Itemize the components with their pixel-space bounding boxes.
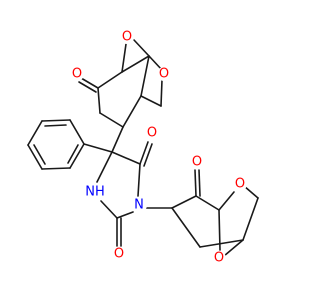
atom-label-o-ring-top: O [159,67,169,82]
atom-nh: NH [84,184,106,200]
bond-cq-top-to-c5 [111,126,124,153]
bond-c4-to-o-double-b [143,143,153,167]
bond-c-ketone-to-bridgehead-b1 [195,195,220,211]
bond-c-ketone-bottom-to-o-a [194,169,197,197]
atom-label-o-imide-c4: O [147,126,157,141]
atom-label-nh: NH [85,185,105,200]
bond-bridgehead-right-to-cq-top [122,95,142,128]
bond-bridgehead-top-to-c-bridge [121,55,150,73]
atom-o-bridge-bottom: O [212,251,226,266]
bond-o-ring-to-ch2 [160,79,163,107]
atom-label-n3: N [134,198,144,213]
bond-bridgehead-b1-to-o-ring [218,191,235,211]
structure-diagram: O O O O N NH O O [27,30,259,266]
bond-o-bridge-to-c-bridge [133,39,150,57]
bond-ph-6-1 [69,143,85,169]
bond-c-ketone-bottom-to-o-b [198,169,201,197]
bond-c-ketone-to-o-double-b [78,81,97,93]
bonds [27,39,259,257]
bond-ch2-bottom-to-ch [171,207,201,248]
bond-c4-to-o-double-a [139,141,149,165]
bond-c5-to-phenyl [83,143,113,153]
bond-c5-to-c4 [111,151,141,165]
bond-c-ketone-to-bridgehead-top [97,71,123,89]
atom-o-ketone-bottom: O [190,155,204,170]
bond-ch-bottom-to-c-ketone [171,195,197,209]
bond-ph-inner-a [44,124,67,127]
bond-o-bridge-to-c-bridge-b [218,209,221,251]
bond-ph-1-2 [69,119,85,145]
bond-ph-5-6 [41,167,71,170]
atom-o-ring-bottom: O [233,177,247,192]
atom-label-o-imide-c2: O [114,247,124,262]
atom-o-ring-top: O [157,67,171,82]
atom-o-ketone-top: O [70,67,84,82]
atom-n3: N [131,197,147,213]
bond-ph-inner-c [67,144,79,164]
bond-n3-to-c2 [116,211,134,219]
bond-ph-4-5 [27,144,43,170]
molecule-svg: O O O O N NH O O [27,30,259,266]
bond-cq-top-to-ch2-left [99,112,124,128]
atom-label-o-ketone-top: O [72,67,82,82]
bond-ch2-to-bridgehead-right [140,95,162,107]
bond-ch2-left-to-c-ketone [97,87,101,114]
bond-ph-inner-b [33,144,46,165]
atom-o-imide-c4: O [145,126,159,141]
bond-ph-2-3 [41,119,71,122]
bond-ph-3-4 [27,120,43,146]
atom-label-o-bridge-top: O [122,30,132,45]
atom-label-o-bridge-bottom: O [214,251,224,266]
bond-c4-to-n3 [137,163,141,197]
bond-bridgehead-right-to-c-bridge [140,55,150,97]
bond-c2-to-nh [100,200,118,219]
bond-nh-to-c5 [96,151,113,183]
bond-o-ring-to-ch2-right [243,185,259,199]
atom-label-o-ring-bottom: O [235,177,245,192]
bond-bridgehead-b2-to-ch2-bottom [199,239,244,248]
bond-c-bridge-to-o-ring [148,55,163,71]
bond-c-ketone-to-o-double-a [80,77,99,89]
bond-bridgehead-top-to-o-bridge [121,43,127,73]
atom-labels: O O O O N NH O O [70,30,247,266]
atom-o-bridge-top: O [120,30,134,45]
atom-o-imide-c2: O [112,247,126,262]
bond-ch2-right-to-bridgehead-b2 [242,197,259,241]
bond-bridgehead-b2-to-o-bridge [223,239,244,257]
atom-label-o-ketone-bottom: O [192,155,202,170]
